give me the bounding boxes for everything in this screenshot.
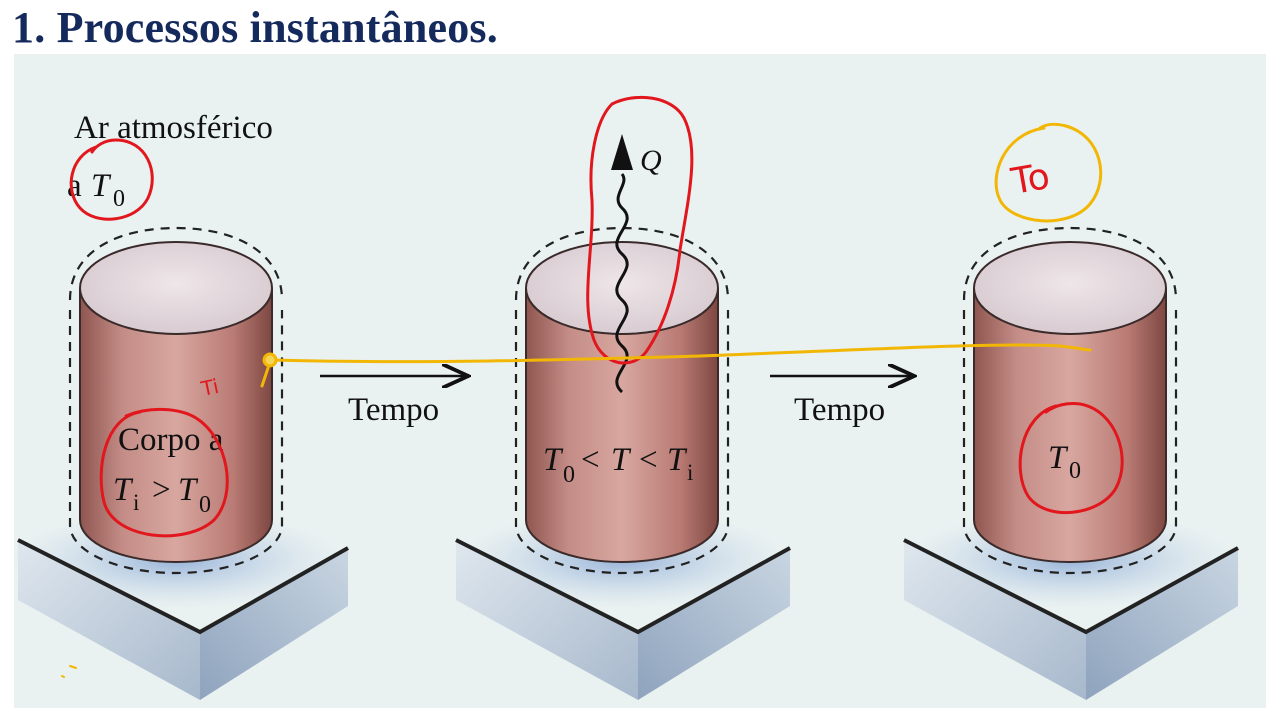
red-loop-heat-flow <box>586 95 694 365</box>
air-temperature-label: a T 0 <box>67 168 125 212</box>
state-equilibrium <box>903 226 1239 700</box>
red-note-ti: Ti <box>198 374 221 401</box>
red-circle-air-temp <box>69 138 154 221</box>
body2-t0-subscript: 0 <box>563 462 575 488</box>
system-boundary <box>962 226 1178 575</box>
time-arrow-1: Tempo <box>320 376 466 428</box>
red-note-t0: To <box>1007 156 1052 203</box>
cylinder-hot-body <box>79 241 273 563</box>
system-boundary <box>68 226 284 575</box>
heat-flow-arrow <box>611 134 633 394</box>
body2-t0-symbol: T <box>543 442 564 478</box>
yellow-connector-line <box>270 343 1092 364</box>
body3-t-symbol: T <box>1048 440 1069 476</box>
handwritten-annotations <box>61 95 1124 678</box>
body1-ti-subscript: i <box>133 490 139 515</box>
cylinder-equilibrium-body <box>973 241 1167 563</box>
body2-lt-2: < <box>639 442 658 478</box>
body1-gt: > <box>152 472 171 508</box>
body2-t-symbol: T <box>611 442 632 478</box>
time-label-1: Tempo <box>348 392 439 428</box>
red-circle-body1 <box>99 407 229 538</box>
cylinder-cooling-body <box>525 241 719 563</box>
time-label-2: Tempo <box>794 392 885 428</box>
page-title: 1. Processos instantâneos. <box>12 3 498 52</box>
body1-t0-symbol: T <box>178 472 199 508</box>
body3-t-subscript: 0 <box>1069 458 1081 484</box>
yellow-dot <box>262 352 278 368</box>
body2-condition: T 0 < T < T i <box>543 442 693 488</box>
body2-ti-symbol: T <box>667 442 688 478</box>
system-boundary <box>514 226 730 575</box>
body2-ti-subscript: i <box>687 460 693 485</box>
body2-lt-1: < <box>581 442 600 478</box>
body1-ti-symbol: T <box>113 472 134 508</box>
air-t-subscript: 0 <box>113 186 125 212</box>
time-arrow-2: Tempo <box>770 376 912 428</box>
body1-condition: T i > T 0 <box>113 472 211 518</box>
red-circle-body3 <box>1018 402 1124 515</box>
air-t-symbol: T <box>91 168 112 204</box>
heat-q-label: Q <box>640 144 662 177</box>
state-initial <box>11 226 349 700</box>
body3-condition: T 0 <box>1048 440 1081 484</box>
body1-t0-subscript: 0 <box>199 492 211 518</box>
yellow-circle-t0 <box>994 122 1103 223</box>
